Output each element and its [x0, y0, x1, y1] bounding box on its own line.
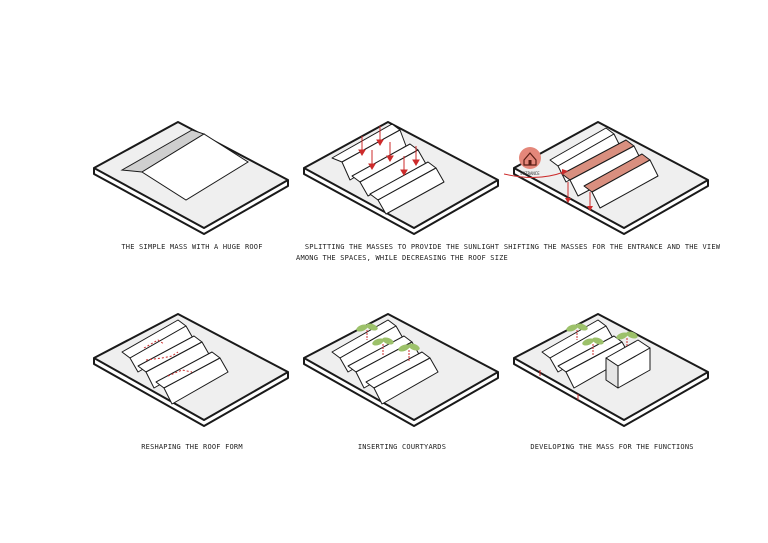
diagram-step-2: SPLITTING THE MASSES TO PROVIDE THE SUNL…	[292, 100, 512, 264]
caption-line: SPLITTING THE MASSES TO PROVIDE THE SUNL…	[304, 243, 500, 251]
diagram-step-5: INSERTING COURTYARDS	[292, 300, 512, 453]
caption-line: AMONG THE SPACES, WHILE DECREASING THE R…	[296, 254, 508, 262]
caption: INSERTING COURTYARDS	[292, 442, 512, 453]
plant-leaf-icon	[356, 323, 420, 362]
split-masses-diagram	[303, 121, 499, 235]
caption: SPLITTING THE MASSES TO PROVIDE THE SUNL…	[292, 242, 512, 264]
courtyards-diagram	[303, 313, 499, 427]
caption-line: THE SIMPLE MASS WITH A HUGE ROOF	[121, 243, 263, 251]
caption-line: RESHAPING THE ROOF FORM	[141, 443, 243, 451]
shifted-masses-diagram: ENTRANCE	[503, 121, 709, 235]
diagram-step-1: THE SIMPLE MASS WITH A HUGE ROOF	[82, 100, 302, 253]
downward-arrow-icon	[358, 126, 420, 176]
caption: SHIFTING THE MASSES FOR THE ENTRANCE AND…	[502, 242, 722, 253]
diagram-step-6: DEVELOPING THE MASS FOR THE FUNCTIONS	[502, 300, 722, 453]
reshaped-roof-diagram	[93, 313, 289, 427]
diagram-step-3: ENTRANCE SHIFTING THE MASSES FOR THE ENT…	[502, 100, 722, 253]
caption-line: INSERTING COURTYARDS	[357, 443, 447, 451]
caption-line: SHIFTING THE MASSES FOR THE ENTRANCE AND…	[503, 243, 721, 251]
caption: DEVELOPING THE MASS FOR THE FUNCTIONS	[502, 442, 722, 453]
caption: THE SIMPLE MASS WITH A HUGE ROOF	[82, 242, 302, 253]
caption-line: DEVELOPING THE MASS FOR THE FUNCTIONS	[530, 443, 694, 451]
plant-leaf-icon	[566, 323, 638, 356]
caption: RESHAPING THE ROOF FORM	[82, 442, 302, 453]
developed-mass-diagram	[513, 313, 709, 427]
entrance-house-icon	[519, 147, 541, 169]
diagram-step-4: RESHAPING THE ROOF FORM	[82, 300, 302, 453]
entrance-label: ENTRANCE	[520, 171, 540, 176]
simple-mass-diagram	[93, 121, 289, 235]
